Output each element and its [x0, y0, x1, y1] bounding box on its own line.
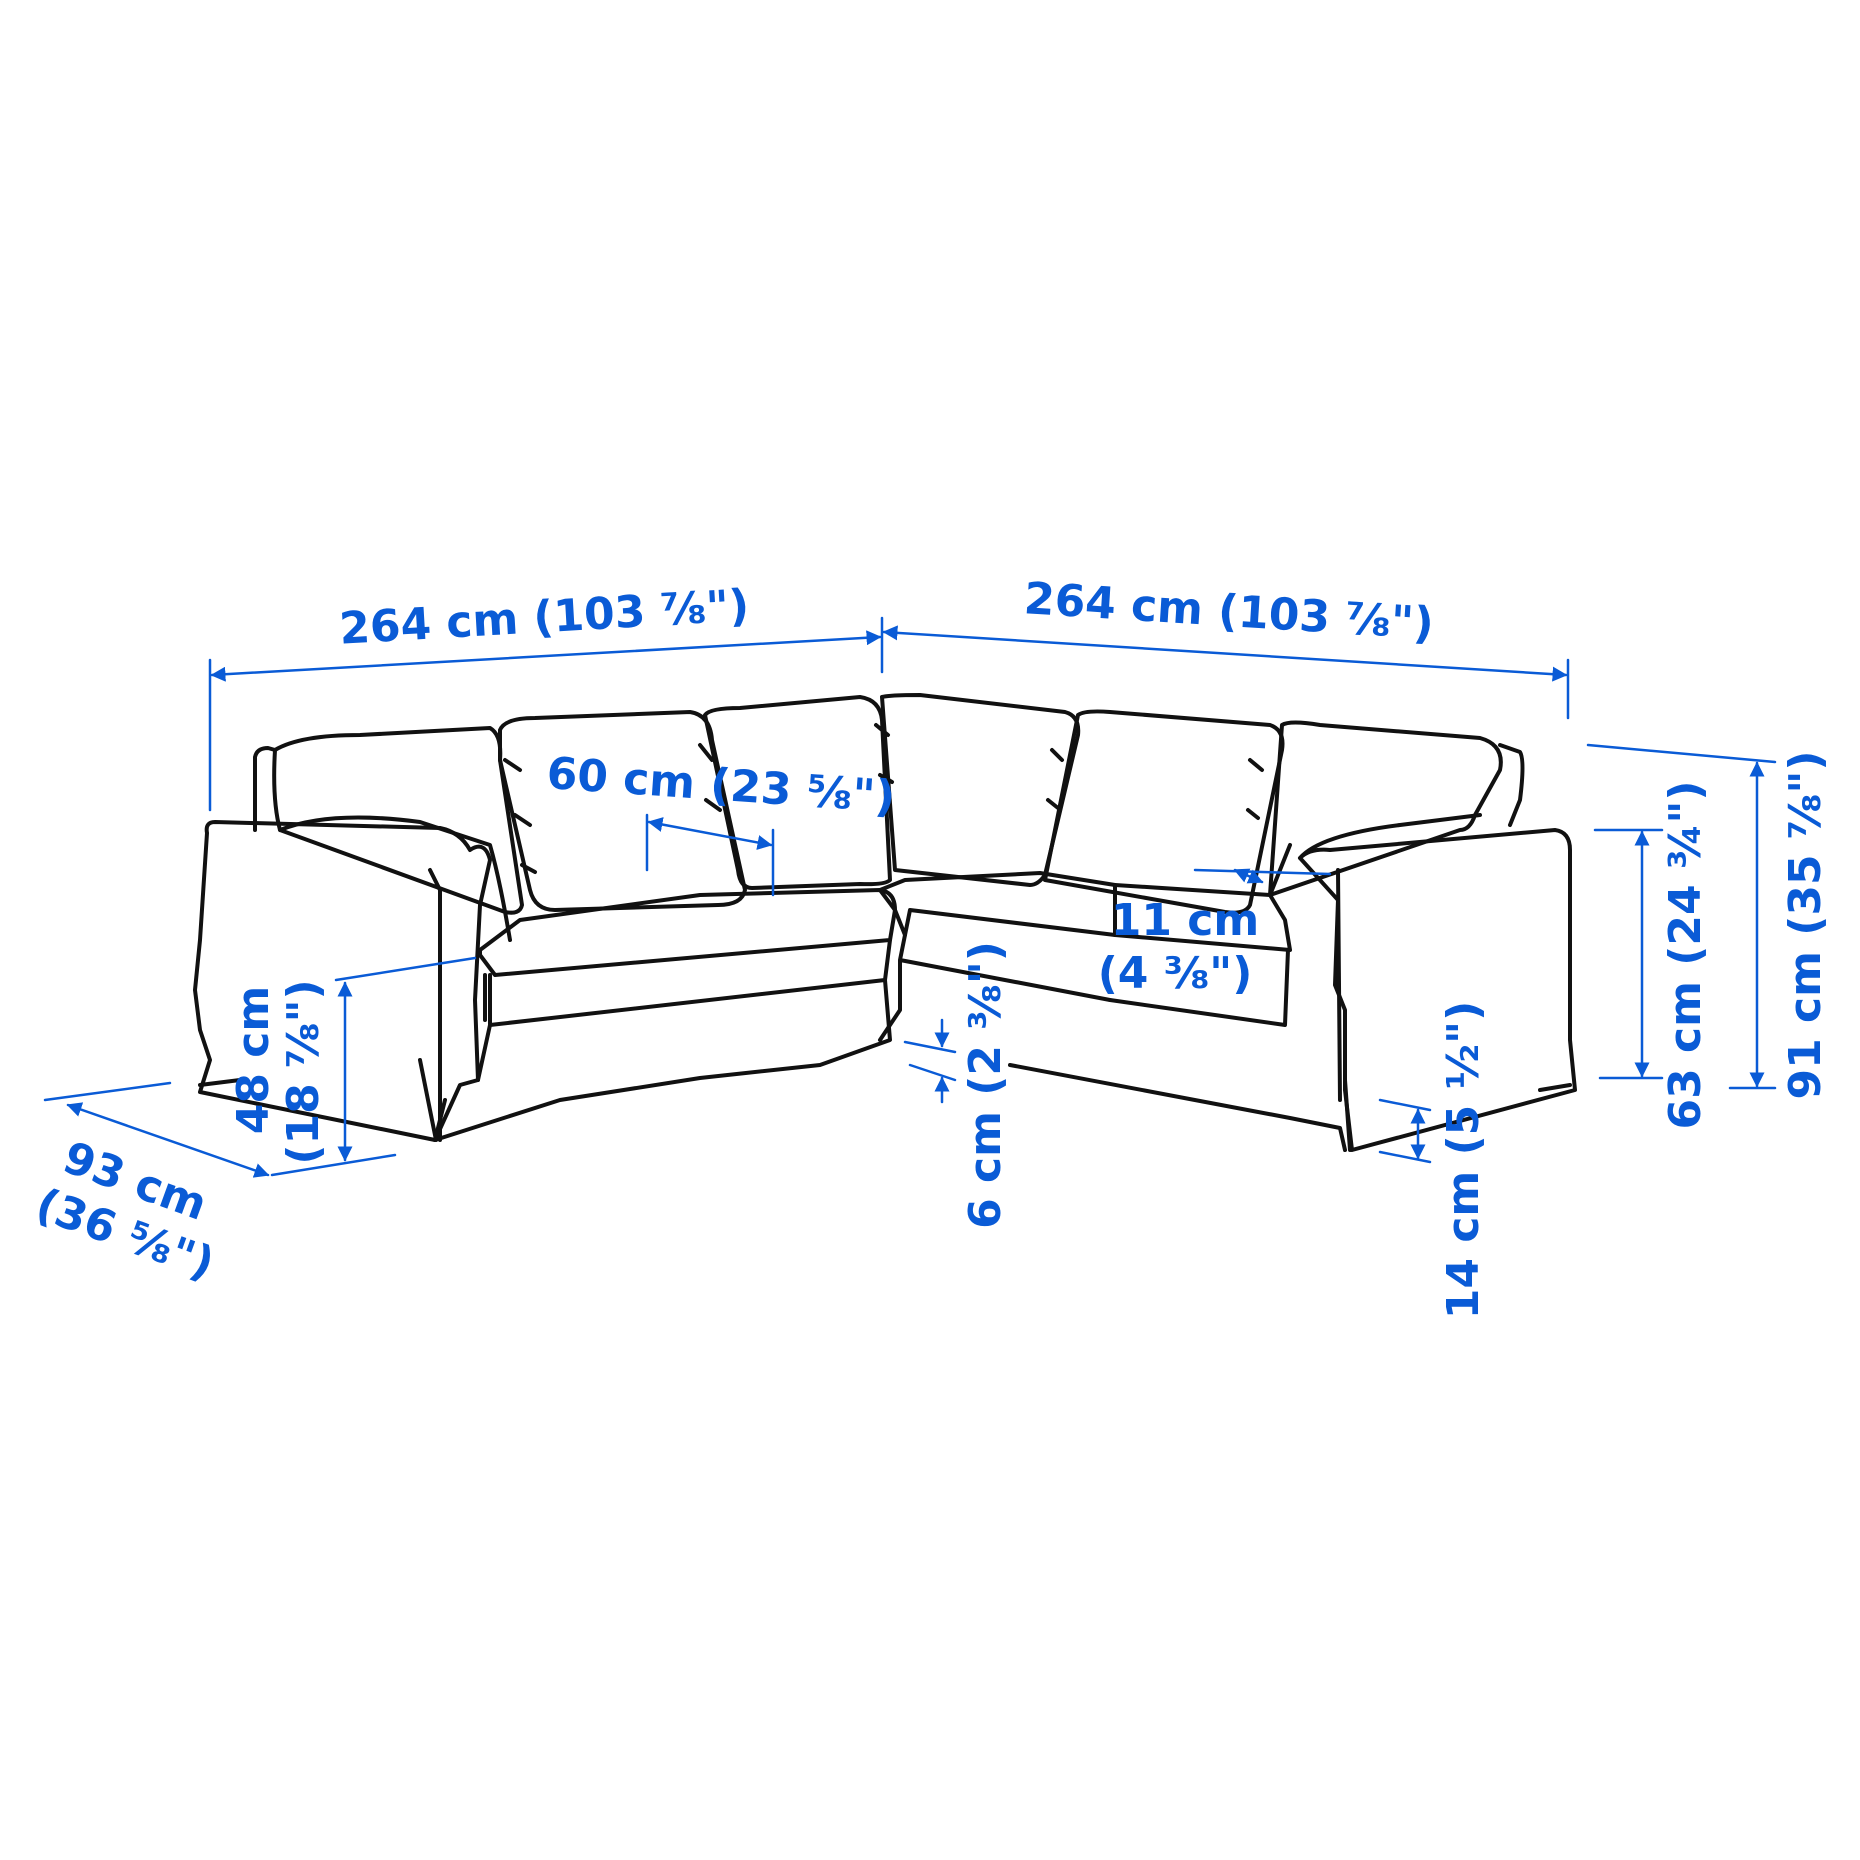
right-width-line [882, 625, 1568, 682]
depth-line [66, 1102, 270, 1178]
seat-height-label-2: (18 ⅞") [278, 979, 329, 1164]
left-arm-inner [418, 868, 442, 1142]
right-back-cushion-3 [1268, 720, 1503, 897]
dimension-lines [43, 616, 1777, 1178]
right-base [1008, 1063, 1347, 1152]
right-arm-inner [1336, 868, 1352, 1152]
tuft-marks [503, 723, 1264, 874]
gap-ext-bottom [908, 1063, 957, 1082]
seat-width-label: 60 cm (23 ⅝") [545, 748, 897, 823]
left-width-label: 264 cm (103 ⅞") [338, 580, 751, 655]
right-back-frame [1498, 743, 1525, 827]
seat-width-line [647, 817, 773, 850]
armrest-width-label-1: 11 cm [1111, 895, 1259, 946]
left-back-frame [253, 746, 277, 832]
skirt-hem [198, 1078, 1572, 1092]
back-height-label: 91 cm (35 ⅞") [1780, 750, 1831, 1099]
left-seat-cushion [478, 888, 897, 977]
left-base-folds [433, 973, 487, 1142]
right-seat-base [1108, 948, 1290, 1027]
armrest-width-arrow [1233, 868, 1264, 884]
clearance-ext-bottom [1378, 1150, 1432, 1164]
left-arm [193, 820, 492, 1142]
sofa-outline [193, 693, 1577, 1152]
left-back-cushion-3 [703, 695, 892, 890]
corner-seat-base [878, 933, 1112, 1042]
clearance-ext-top [1378, 1098, 1432, 1112]
right-arm-top [1268, 813, 1482, 897]
depth-ext-left [43, 1081, 172, 1102]
seat-height-ext-top [334, 956, 477, 982]
gap-ext-top [903, 1040, 957, 1054]
seat-height-label-1: 48 cm [228, 986, 279, 1134]
left-seat-base [433, 938, 892, 1142]
right-seat-cushion [1113, 883, 1292, 952]
left-arm-top [278, 815, 512, 942]
armrest-width-label-2: (4 ⅜") [1098, 948, 1253, 999]
right-width-label: 264 cm (103 ⅞") [1023, 573, 1436, 650]
right-back-cushion-2 [1043, 709, 1285, 915]
seat-height-ext-bottom [270, 1153, 397, 1177]
left-back-cushion-2 [498, 710, 747, 912]
floor-clearance-label: 14 cm (5 ½") [1438, 1001, 1489, 1319]
arm-height-label: 63 cm (24 ¾") [1660, 780, 1711, 1129]
dimension-labels: 264 cm (103 ⅞") 264 cm (103 ⅞") 60 cm (2… [29, 573, 1831, 1319]
back-height-ext-top [1586, 743, 1777, 764]
cushion-gap-label: 6 cm (2 ⅜") [960, 941, 1011, 1229]
left-width-line [210, 630, 882, 682]
